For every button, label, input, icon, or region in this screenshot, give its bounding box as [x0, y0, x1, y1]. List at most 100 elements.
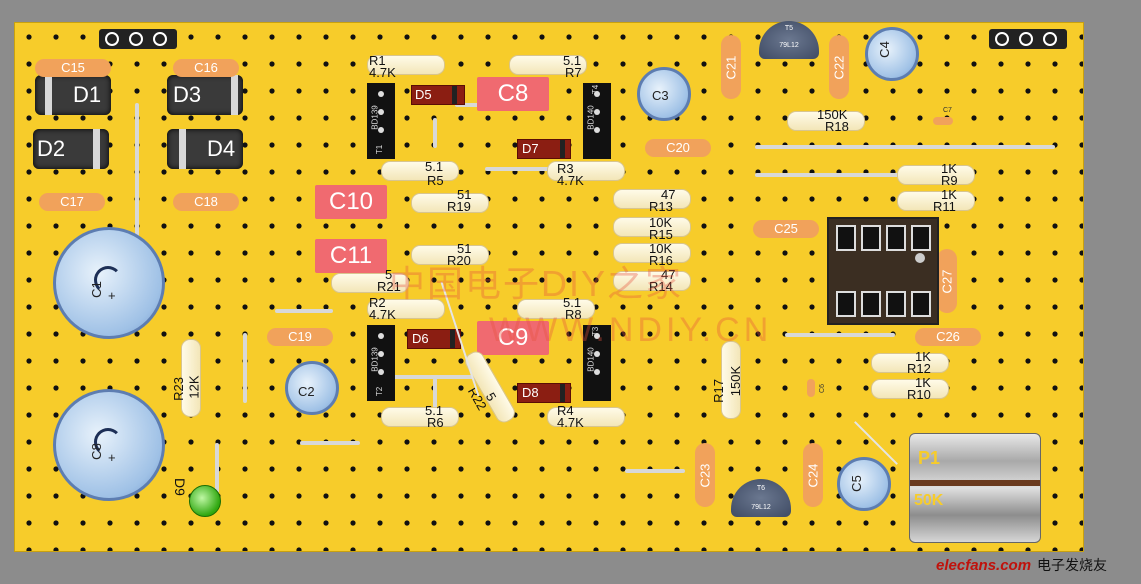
pcb-hole [323, 304, 329, 310]
pcb-hole [1052, 88, 1058, 94]
pcb-hole [944, 547, 950, 551]
pcb-hole [755, 412, 761, 418]
pcb-hole [215, 169, 221, 175]
pcb-hole [350, 520, 356, 526]
pcb-hole [674, 34, 680, 40]
pcb-hole [647, 385, 653, 391]
capacitor-c27: C27 [937, 249, 957, 313]
pcb-hole [539, 358, 545, 364]
resistor-r20 [411, 245, 489, 265]
regulator-t6: T6 79L12 [731, 479, 791, 517]
pcb-hole [1079, 61, 1083, 67]
pcb-hole [161, 412, 167, 418]
pcb-hole [593, 61, 599, 67]
pcb-hole [161, 61, 167, 67]
pcb-hole [1079, 331, 1083, 337]
pcb-hole [647, 169, 653, 175]
potentiometer-p1: P1 50K [909, 433, 1041, 543]
resistor-r19 [411, 193, 489, 213]
pcb-hole [863, 412, 869, 418]
pcb-hole [269, 88, 275, 94]
pcb-hole [458, 169, 464, 175]
capacitor-c21: C21 [721, 35, 741, 99]
pcb-hole [269, 493, 275, 499]
pcb-hole [755, 385, 761, 391]
jumper-wire [300, 441, 360, 445]
pcb-hole [971, 277, 977, 283]
pcb-hole [863, 34, 869, 40]
pcb-hole [458, 412, 464, 418]
pcb-hole [107, 169, 113, 175]
pcb-hole [917, 547, 923, 551]
pcb-hole [1052, 547, 1058, 551]
resistor-r8 [517, 299, 595, 319]
electrolytic-cap-c2: C2 [285, 361, 339, 415]
resistor-r16 [613, 243, 691, 263]
pcb-hole [350, 358, 356, 364]
pcb-hole [674, 331, 680, 337]
pcb-hole [809, 196, 815, 202]
pcb-hole [458, 493, 464, 499]
pcb-hole [539, 439, 545, 445]
pcb-hole [998, 331, 1004, 337]
pcb-hole [701, 385, 707, 391]
pcb-hole [782, 466, 788, 472]
pcb-hole [188, 34, 194, 40]
pcb-hole [404, 493, 410, 499]
pcb-hole [890, 466, 896, 472]
pcb-hole [188, 466, 194, 472]
pcb-hole [1025, 250, 1031, 256]
pcb-hole [26, 223, 32, 229]
pcb-board: D1 D3 D2 D4 C15 C16 C17 C18 C19 C20 C25 … [14, 21, 1084, 552]
pcb-hole [890, 115, 896, 121]
pcb-hole [512, 493, 518, 499]
pcb-hole [215, 520, 221, 526]
pcb-hole [701, 358, 707, 364]
pcb-hole [782, 196, 788, 202]
pcb-hole [512, 385, 518, 391]
pcb-hole [755, 439, 761, 445]
pcb-hole [647, 439, 653, 445]
pcb-hole [566, 196, 572, 202]
pcb-hole [701, 115, 707, 121]
pcb-hole [215, 277, 221, 283]
pcb-hole [782, 304, 788, 310]
pcb-hole [566, 520, 572, 526]
pcb-hole [728, 520, 734, 526]
pcb-hole [188, 439, 194, 445]
pcb-hole [296, 115, 302, 121]
pcb-hole [80, 169, 86, 175]
pcb-hole [269, 385, 275, 391]
pcb-hole [53, 493, 59, 499]
pcb-hole [458, 115, 464, 121]
pcb-hole [188, 277, 194, 283]
pcb-hole [998, 196, 1004, 202]
pcb-hole [404, 358, 410, 364]
pcb-hole [458, 223, 464, 229]
pcb-hole [404, 223, 410, 229]
pcb-hole [188, 169, 194, 175]
pcb-hole [809, 358, 815, 364]
pcb-hole [782, 520, 788, 526]
pcb-hole [620, 61, 626, 67]
pcb-hole [863, 547, 869, 551]
pcb-hole [26, 250, 32, 256]
pcb-hole [755, 547, 761, 551]
pcb-hole [80, 547, 86, 551]
pcb-hole [296, 277, 302, 283]
pcb-hole [80, 520, 86, 526]
pcb-hole [836, 439, 842, 445]
diode-d5: D5 [411, 85, 465, 105]
pcb-hole [296, 169, 302, 175]
pcb-hole [350, 412, 356, 418]
pcb-hole [674, 304, 680, 310]
pcb-hole [485, 520, 491, 526]
pcb-hole [404, 466, 410, 472]
pcb-hole [269, 196, 275, 202]
pcb-hole [431, 547, 437, 551]
pcb-hole [620, 142, 626, 148]
pcb-hole [1052, 439, 1058, 445]
diode-d8: D8 [517, 383, 571, 403]
pcb-hole [215, 358, 221, 364]
pcb-hole [485, 493, 491, 499]
